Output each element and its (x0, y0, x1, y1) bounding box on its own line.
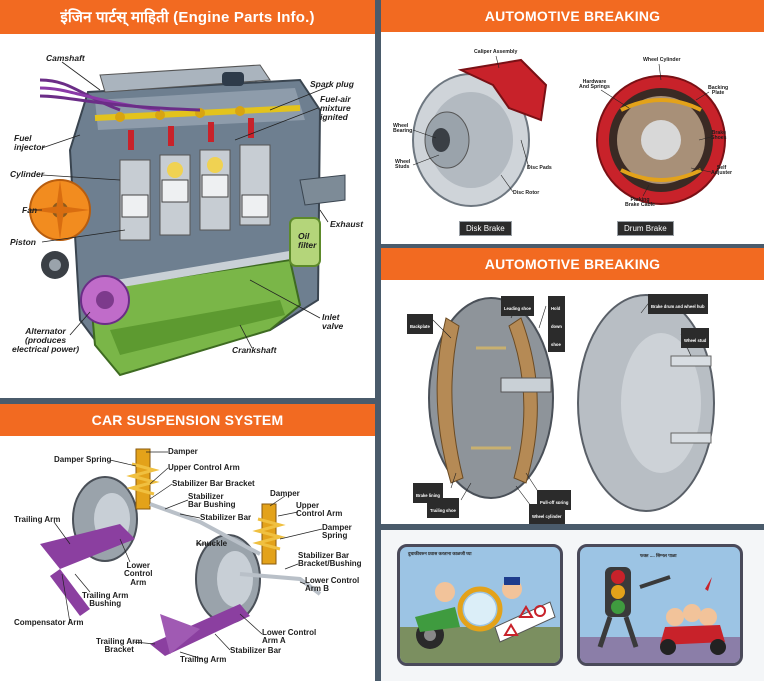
suspension-illustration (40, 448, 323, 660)
label-damper-2: Damper (270, 489, 300, 498)
box-trailing-shoe: Trailing shoe (427, 498, 459, 518)
label-trailing-arm-bracket: Trailing Arm Bracket (96, 637, 143, 655)
left-horizontal-divider (0, 398, 375, 404)
label-drum-hub: Brake drum and wheel hub (651, 304, 705, 309)
label-spark-plug: Spark plug (310, 79, 354, 89)
label-fuel-air: Fuel-air mixture ignited (320, 94, 351, 122)
label-brake-shoes: Brake Shoes (711, 130, 727, 142)
left-cartoon-art (400, 577, 560, 663)
label-stab-bushing-1: Stabilizer Bar Bushing (188, 492, 236, 510)
label-damper-spring-2: Damper Spring (322, 523, 352, 541)
label-brake-lining: Brake lining (416, 493, 440, 498)
label-inlet-valve: Inlet valve (322, 312, 344, 331)
label-upper-control-arm-1: Upper Control Arm (168, 463, 240, 472)
suspension-panel: CAR SUSPENSION SYSTEM (0, 404, 375, 681)
label-fuel-injector: Fuel injector (14, 133, 45, 152)
box-leading-shoe: Leading shoe (501, 296, 534, 316)
label-crankshaft: Crankshaft (232, 345, 277, 355)
label-disc-rotor: Disc Rotor (513, 190, 540, 196)
vertical-divider (375, 0, 381, 681)
label-wheel-stud: Wheel stud (684, 338, 707, 343)
label-wheel-studs: Wheel Studs (395, 159, 411, 171)
engine-panel: इंजिन पार्टस् माहिती (Engine Parts Info.… (0, 0, 375, 398)
label-compensator-arm: Compensator Arm (14, 618, 84, 627)
engine-title: इंजिन पार्टस् माहिती (Engine Parts Info.… (0, 0, 375, 34)
label-fan: Fan (22, 205, 38, 215)
brake-top-title: AUTOMOTIVE BREAKING (381, 0, 764, 32)
safety-cartoon-left: दुचाकीवरुन प्रवास करताना काळजी घ्या (397, 544, 563, 666)
label-hold-down: Hold down shoe (551, 306, 562, 347)
label-hardware: Hardware And Springs (579, 79, 610, 91)
label-stab-bracket-1: Stabilizer Bar Bracket (172, 479, 255, 488)
brake-top-panel: AUTOMOTIVE BREAKING Caliper (381, 0, 764, 244)
box-backplate: Backplate (407, 314, 433, 334)
box-drum-hub: Brake drum and wheel hub (648, 294, 708, 314)
label-parking-cable: Parking Brake Cable (625, 197, 655, 209)
safety-cartoon-right: फक्त .... सिग्नल पाळा (577, 544, 743, 666)
suspension-title: CAR SUSPENSION SYSTEM (0, 404, 375, 436)
label-camshaft: Camshaft (46, 53, 85, 63)
label-trailing-arm-1: Trailing Arm (14, 515, 61, 524)
label-backing-plate: Backing Plate (708, 85, 729, 97)
label-knuckle: Knuckle (196, 539, 228, 548)
label-cylinder: Cylinder (10, 169, 45, 179)
label-self-adjuster: Self Adjuster (711, 165, 733, 177)
right-cartoon-art (580, 567, 740, 663)
brake-bottom-title: AUTOMOTIVE BREAKING (381, 248, 764, 280)
brake-bottom-panel: AUTOMOTIVE BREAKING Backplate Leading sh… (381, 248, 764, 524)
label-lower-control-arm-b: Lower Control Arm B (305, 576, 360, 594)
right-horizontal-divider-1 (381, 244, 764, 248)
box-hold-down: Hold down shoe (548, 296, 565, 352)
label-wheel-cylinder-top: Wheel Cylinder (643, 57, 681, 63)
cartoons-panel: दुचाकीवरुन प्रवास करताना काळजी घ्या फक्त… (381, 530, 764, 681)
right-horizontal-divider-2 (381, 524, 764, 530)
right-cartoon-caption: फक्त .... सिग्नल पाळा (640, 553, 677, 558)
brake-top-illustration (412, 55, 726, 207)
label-lower-control-arm-a: Lower Control Arm A (262, 628, 317, 646)
label-backplate: Backplate (410, 324, 430, 329)
box-wheel-cylinder-bottom: Wheel cylinder (529, 504, 565, 524)
label-wheel-cylinder-bottom: Wheel cylinder (532, 514, 562, 519)
label-stab-bar-1: Stabilizer Bar (200, 513, 252, 522)
label-alternator: Alternator (produces electrical power) (12, 326, 80, 354)
left-cartoon-caption: दुचाकीवरुन प्रवास करताना काळजी घ्या (408, 551, 472, 556)
label-leading-shoe: Leading shoe (504, 306, 531, 311)
engine-illustration (29, 61, 346, 377)
label-exhaust: Exhaust (330, 219, 364, 229)
label-trailing-arm-bushing: Trailing Arm Bushing (82, 591, 129, 609)
label-oil-filter: Oil filter (298, 231, 317, 250)
label-trailing-arm-2: Trailing Arm (180, 655, 227, 664)
label-pull-off: Pull-off spring (540, 500, 569, 505)
disk-brake-tag: Disk Brake (459, 221, 512, 236)
label-damper-1: Damper (168, 447, 198, 456)
box-wheel-stud: Wheel stud (681, 328, 710, 348)
label-stab-bar-2: Stabilizer Bar (230, 646, 282, 655)
label-piston: Piston (10, 237, 36, 247)
drum-brake-tag: Drum Brake (617, 221, 674, 236)
label-wheel-bearing: Wheel Bearing (393, 123, 413, 135)
label-damper-spring-1: Damper Spring (54, 455, 112, 464)
label-upper-control-arm-2: Upper Control Arm (296, 501, 343, 519)
label-disc-pads: Disc Pads (527, 165, 552, 171)
label-lower-control-arm: Lower Control Arm (124, 561, 153, 587)
label-caliper: Caliper Assembly (474, 49, 518, 55)
label-trailing-shoe: Trailing shoe (430, 508, 456, 513)
label-stab-bracket-bushing: Stabilizer Bar Bracket/Bushing (298, 551, 362, 569)
